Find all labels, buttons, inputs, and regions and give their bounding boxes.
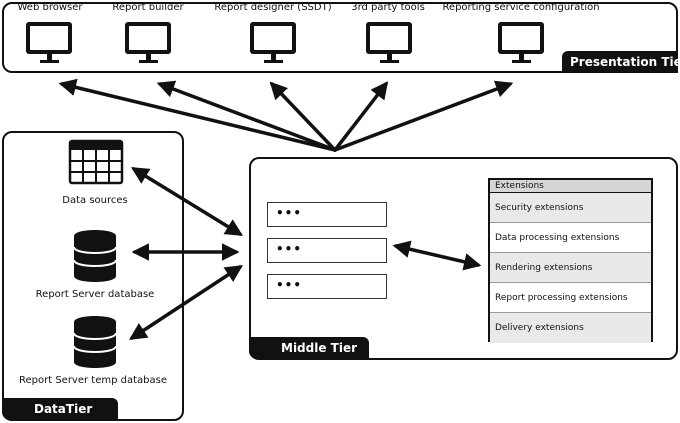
server-box: ••• bbox=[267, 274, 387, 299]
arrow-servers-extensions bbox=[392, 240, 482, 271]
presentation-tier-box bbox=[2, 2, 678, 73]
server-box: ••• bbox=[267, 238, 387, 263]
monitor-icon bbox=[125, 22, 171, 63]
report-server-temp-db-label: Report Server temp database bbox=[18, 375, 168, 386]
client-label: 3rd party tools bbox=[351, 2, 425, 13]
monitor-icon bbox=[250, 22, 296, 63]
middle-tier-label: Middle Tier bbox=[249, 337, 369, 359]
arrow-data-sources bbox=[131, 167, 243, 236]
arrow-to-3rd-party-tools bbox=[333, 81, 389, 152]
extensions-panel: Extensions Security extensions Data proc… bbox=[488, 178, 653, 343]
data-sources-label: Data sources bbox=[62, 195, 128, 206]
extensions-title: Extensions bbox=[490, 180, 651, 193]
monitor-icon bbox=[26, 22, 72, 63]
arrow-report-server-temp-db bbox=[129, 265, 243, 340]
report-server-db-label: Report Server database bbox=[35, 289, 155, 300]
extension-report-processing: Report processing extensions bbox=[490, 283, 651, 313]
database-icon bbox=[73, 230, 117, 282]
client-label: Reporting service configuration bbox=[442, 2, 600, 13]
client-label: Report designer (SSDT) bbox=[214, 2, 332, 13]
presentation-tier-label: Presentation Tier bbox=[562, 51, 680, 73]
data-tier-label: DataTier bbox=[2, 398, 118, 420]
extension-rendering: Rendering extensions bbox=[490, 253, 651, 283]
server-box: ••• bbox=[267, 202, 387, 227]
extension-data-processing: Data processing extensions bbox=[490, 223, 651, 253]
extension-delivery: Delivery extensions bbox=[490, 313, 651, 343]
arrow-to-report-designer bbox=[269, 81, 337, 152]
arrow-to-web-browser bbox=[58, 78, 337, 152]
arrow-to-report-builder bbox=[156, 80, 337, 152]
extensions-list: Security extensions Data processing exte… bbox=[490, 193, 651, 343]
extension-security: Security extensions bbox=[490, 193, 651, 223]
client-label: Web browser bbox=[17, 2, 83, 13]
arrow-to-reporting-config bbox=[333, 80, 514, 152]
monitor-icon bbox=[498, 22, 544, 63]
monitor-icon bbox=[366, 22, 412, 63]
database-icon bbox=[73, 316, 117, 368]
table-icon bbox=[68, 139, 124, 185]
client-label: Report builder bbox=[112, 2, 184, 13]
